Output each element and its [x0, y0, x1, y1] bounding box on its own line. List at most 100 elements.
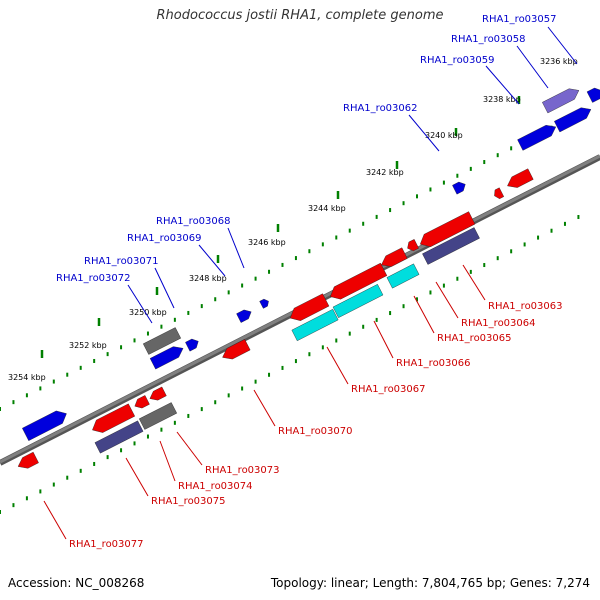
- scale-tick: [496, 256, 499, 261]
- scale-tick: [281, 365, 284, 370]
- leader-line: [125, 457, 149, 497]
- leader-line: [408, 114, 440, 152]
- scale-tick: [308, 352, 311, 357]
- gene-label-reverse: RHA1_ro03063: [488, 301, 563, 312]
- tick-label: 3248 kbp: [189, 274, 227, 283]
- scale-tick: [52, 482, 55, 487]
- scale-tick: [510, 146, 513, 151]
- scale-tick: [146, 434, 149, 439]
- scale-tick: [133, 338, 136, 343]
- scale-tick: [469, 166, 472, 171]
- scale-tick: [456, 276, 459, 281]
- gene-arrow: [149, 346, 184, 370]
- tick-label: 3246 kbp: [248, 238, 286, 247]
- gene-arrow: [381, 247, 408, 267]
- scale-tick: [120, 448, 123, 453]
- scale-tick: [294, 256, 297, 261]
- gene-box: [332, 284, 384, 318]
- scale-tick: [214, 400, 217, 405]
- leader-line: [43, 500, 67, 540]
- scale-tick: [200, 407, 203, 412]
- leader-line: [326, 346, 349, 385]
- scale-tick: [79, 365, 82, 370]
- scale-tick: [120, 345, 123, 350]
- scale-tick: [93, 358, 96, 363]
- leader-line: [413, 295, 435, 334]
- scale-tick: [389, 208, 392, 213]
- scale-tick: [348, 228, 351, 233]
- tick-label: 3236 kbp: [540, 57, 578, 66]
- scale-tick: [335, 338, 338, 343]
- scale-tick: [321, 242, 324, 247]
- scale-tick: [227, 290, 230, 295]
- gene-arrow: [185, 338, 199, 352]
- scale-tick: [483, 263, 486, 268]
- scale-tick: [93, 461, 96, 466]
- scale-tick: [160, 427, 163, 432]
- scale-tick: [321, 345, 324, 350]
- gene-label-forward: RHA1_ro03059: [420, 55, 495, 66]
- scale-tick: [241, 386, 244, 391]
- scale-tick: [577, 215, 580, 220]
- scale-tick: [308, 249, 311, 254]
- gene-label-reverse: RHA1_ro03065: [437, 333, 512, 344]
- tick-label: 3242 kbp: [366, 168, 404, 177]
- gene-label-reverse: RHA1_ro03077: [69, 539, 144, 550]
- gene-arrow: [419, 211, 476, 248]
- leader-line: [159, 440, 176, 482]
- scale-tick: [268, 269, 271, 274]
- map-title: Rhodococcus jostii RHA1, complete genome: [156, 8, 444, 23]
- gene-label-reverse: RHA1_ro03064: [461, 318, 536, 329]
- gene-label-forward: RHA1_ro03058: [451, 34, 526, 45]
- scale-tick: [66, 475, 69, 480]
- tick-label: 3250 kbp: [129, 308, 167, 317]
- gene-label-reverse: RHA1_ro03070: [278, 426, 353, 437]
- scale-tick: [12, 400, 15, 405]
- gene-arrow: [542, 88, 580, 114]
- scale-tick: [133, 441, 136, 446]
- tick-label: 3244 kbp: [308, 204, 346, 213]
- gene-arrow: [554, 107, 592, 133]
- leader-line: [154, 267, 175, 309]
- scale-tick: [187, 310, 190, 315]
- scale-tick: [496, 153, 499, 158]
- leader-line: [547, 26, 578, 65]
- leader-line: [485, 65, 520, 105]
- leader-line: [516, 45, 549, 89]
- gene-box: [142, 327, 182, 355]
- gene-arrow: [407, 239, 419, 252]
- gene-box: [386, 263, 420, 289]
- tick-label: 3254 kbp: [8, 373, 46, 382]
- gene-box: [94, 420, 144, 454]
- scale-tick: [200, 304, 203, 309]
- gene-arrow: [236, 309, 252, 323]
- scale-tick: [375, 214, 378, 219]
- gene-arrow: [149, 386, 167, 401]
- scale-tick: [362, 324, 365, 329]
- gene-label-forward: RHA1_ro03072: [56, 273, 131, 284]
- scale-tick: [563, 221, 566, 226]
- scale-tick: [227, 393, 230, 398]
- scale-tick: [362, 221, 365, 226]
- gene-arrow: [222, 339, 251, 360]
- tick-label: 3252 kbp: [69, 341, 107, 350]
- gene-arrow: [259, 298, 269, 309]
- scale-tick: [187, 413, 190, 418]
- scale-tick: [254, 379, 257, 384]
- gene-label-forward: RHA1_ro03057: [482, 14, 557, 25]
- gene-label-reverse: RHA1_ro03066: [396, 358, 471, 369]
- leader-line: [227, 227, 245, 269]
- scale-tick: [416, 297, 419, 302]
- scale-tick: [160, 324, 163, 329]
- scale-tick: [268, 372, 271, 377]
- gene-box: [422, 227, 480, 265]
- leader-line: [373, 320, 394, 359]
- gene-arrow: [494, 187, 505, 200]
- scale-tick: [442, 180, 445, 185]
- scale-tick: [550, 228, 553, 233]
- leader-line: [462, 264, 486, 301]
- leader-line: [127, 284, 153, 324]
- gene-label-forward: RHA1_ro03068: [156, 216, 231, 227]
- scale-tick: [39, 386, 42, 391]
- scale-tick: [12, 503, 15, 508]
